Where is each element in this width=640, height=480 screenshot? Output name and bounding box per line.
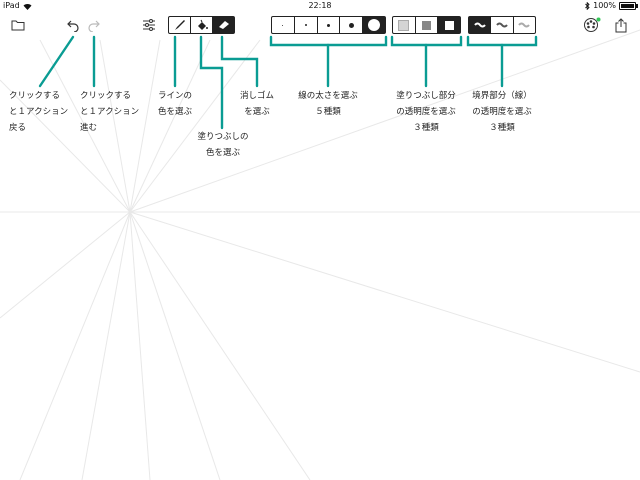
folder-icon <box>11 20 25 31</box>
brush-icon <box>174 20 185 30</box>
palette-icon <box>584 17 601 32</box>
folder-button[interactable] <box>10 17 26 33</box>
redo-icon <box>88 20 100 32</box>
border-opacity-option-2[interactable] <box>490 17 512 33</box>
border-opacity-option-1[interactable] <box>469 17 491 33</box>
tool-selector <box>168 16 235 34</box>
pen-tool-button[interactable] <box>169 17 190 33</box>
undo-annotation: クリックする と１アクション 戻る <box>9 91 69 133</box>
fill-opacity-option-2[interactable] <box>414 17 438 33</box>
fill-opacity-option-3[interactable] <box>437 17 461 33</box>
line-width-option-2[interactable] <box>293 17 317 33</box>
wave-icon <box>496 22 508 28</box>
eraser-annotation: 消しゴム を選ぶ <box>239 91 274 117</box>
share-icon <box>615 17 627 32</box>
undo-button[interactable] <box>64 16 82 34</box>
border-opacity-annotation: 境界部分（線） の透明度を選ぶ ３種類 <box>472 91 532 133</box>
paint-bucket-icon <box>197 19 208 30</box>
line-width-option-3[interactable] <box>316 17 340 33</box>
line-width-selector <box>271 16 386 34</box>
solid-square-icon <box>444 20 454 30</box>
color-palette-button[interactable] <box>582 16 602 34</box>
battery-percent: 100% <box>593 1 616 10</box>
light-square-icon <box>398 19 410 31</box>
share-button[interactable] <box>612 15 630 35</box>
wave-icon <box>473 22 486 28</box>
battery-icon <box>619 2 638 10</box>
line-width-option-5[interactable] <box>362 17 385 33</box>
bluetooth-icon <box>585 2 590 10</box>
line-width-annotation: 線の太さを選ぶ ５種類 <box>298 91 358 117</box>
fill-tool-button[interactable] <box>190 17 212 33</box>
line-width-option-1[interactable] <box>272 17 294 33</box>
line-width-option-4[interactable] <box>339 17 362 33</box>
status-bar: iPad 22:18 100% <box>0 0 640 12</box>
wave-icon <box>518 22 531 28</box>
medium-square-icon <box>422 20 431 30</box>
device-name: iPad <box>3 1 20 10</box>
border-opacity-selector <box>468 16 536 34</box>
settings-button[interactable] <box>140 16 158 34</box>
eraser-icon <box>218 21 229 29</box>
border-opacity-option-3[interactable] <box>512 17 535 33</box>
wifi-icon <box>23 3 32 10</box>
clock: 22:18 <box>308 1 332 10</box>
redo-button[interactable] <box>85 16 103 34</box>
fill-opacity-option-1[interactable] <box>393 17 415 33</box>
fill-color-annotation: 塗りつぶしの 色を選ぶ <box>197 132 249 158</box>
fill-opacity-annotation: 塗りつぶし部分 の透明度を選ぶ ３種類 <box>396 91 456 133</box>
fill-opacity-selector <box>392 16 461 34</box>
line-color-annotation: ラインの 色を選ぶ <box>158 91 193 117</box>
sliders-icon <box>143 19 155 31</box>
undo-icon <box>67 20 79 32</box>
eraser-tool-button[interactable] <box>212 17 234 33</box>
redo-annotation: クリックする と１アクション 進む <box>80 91 140 133</box>
